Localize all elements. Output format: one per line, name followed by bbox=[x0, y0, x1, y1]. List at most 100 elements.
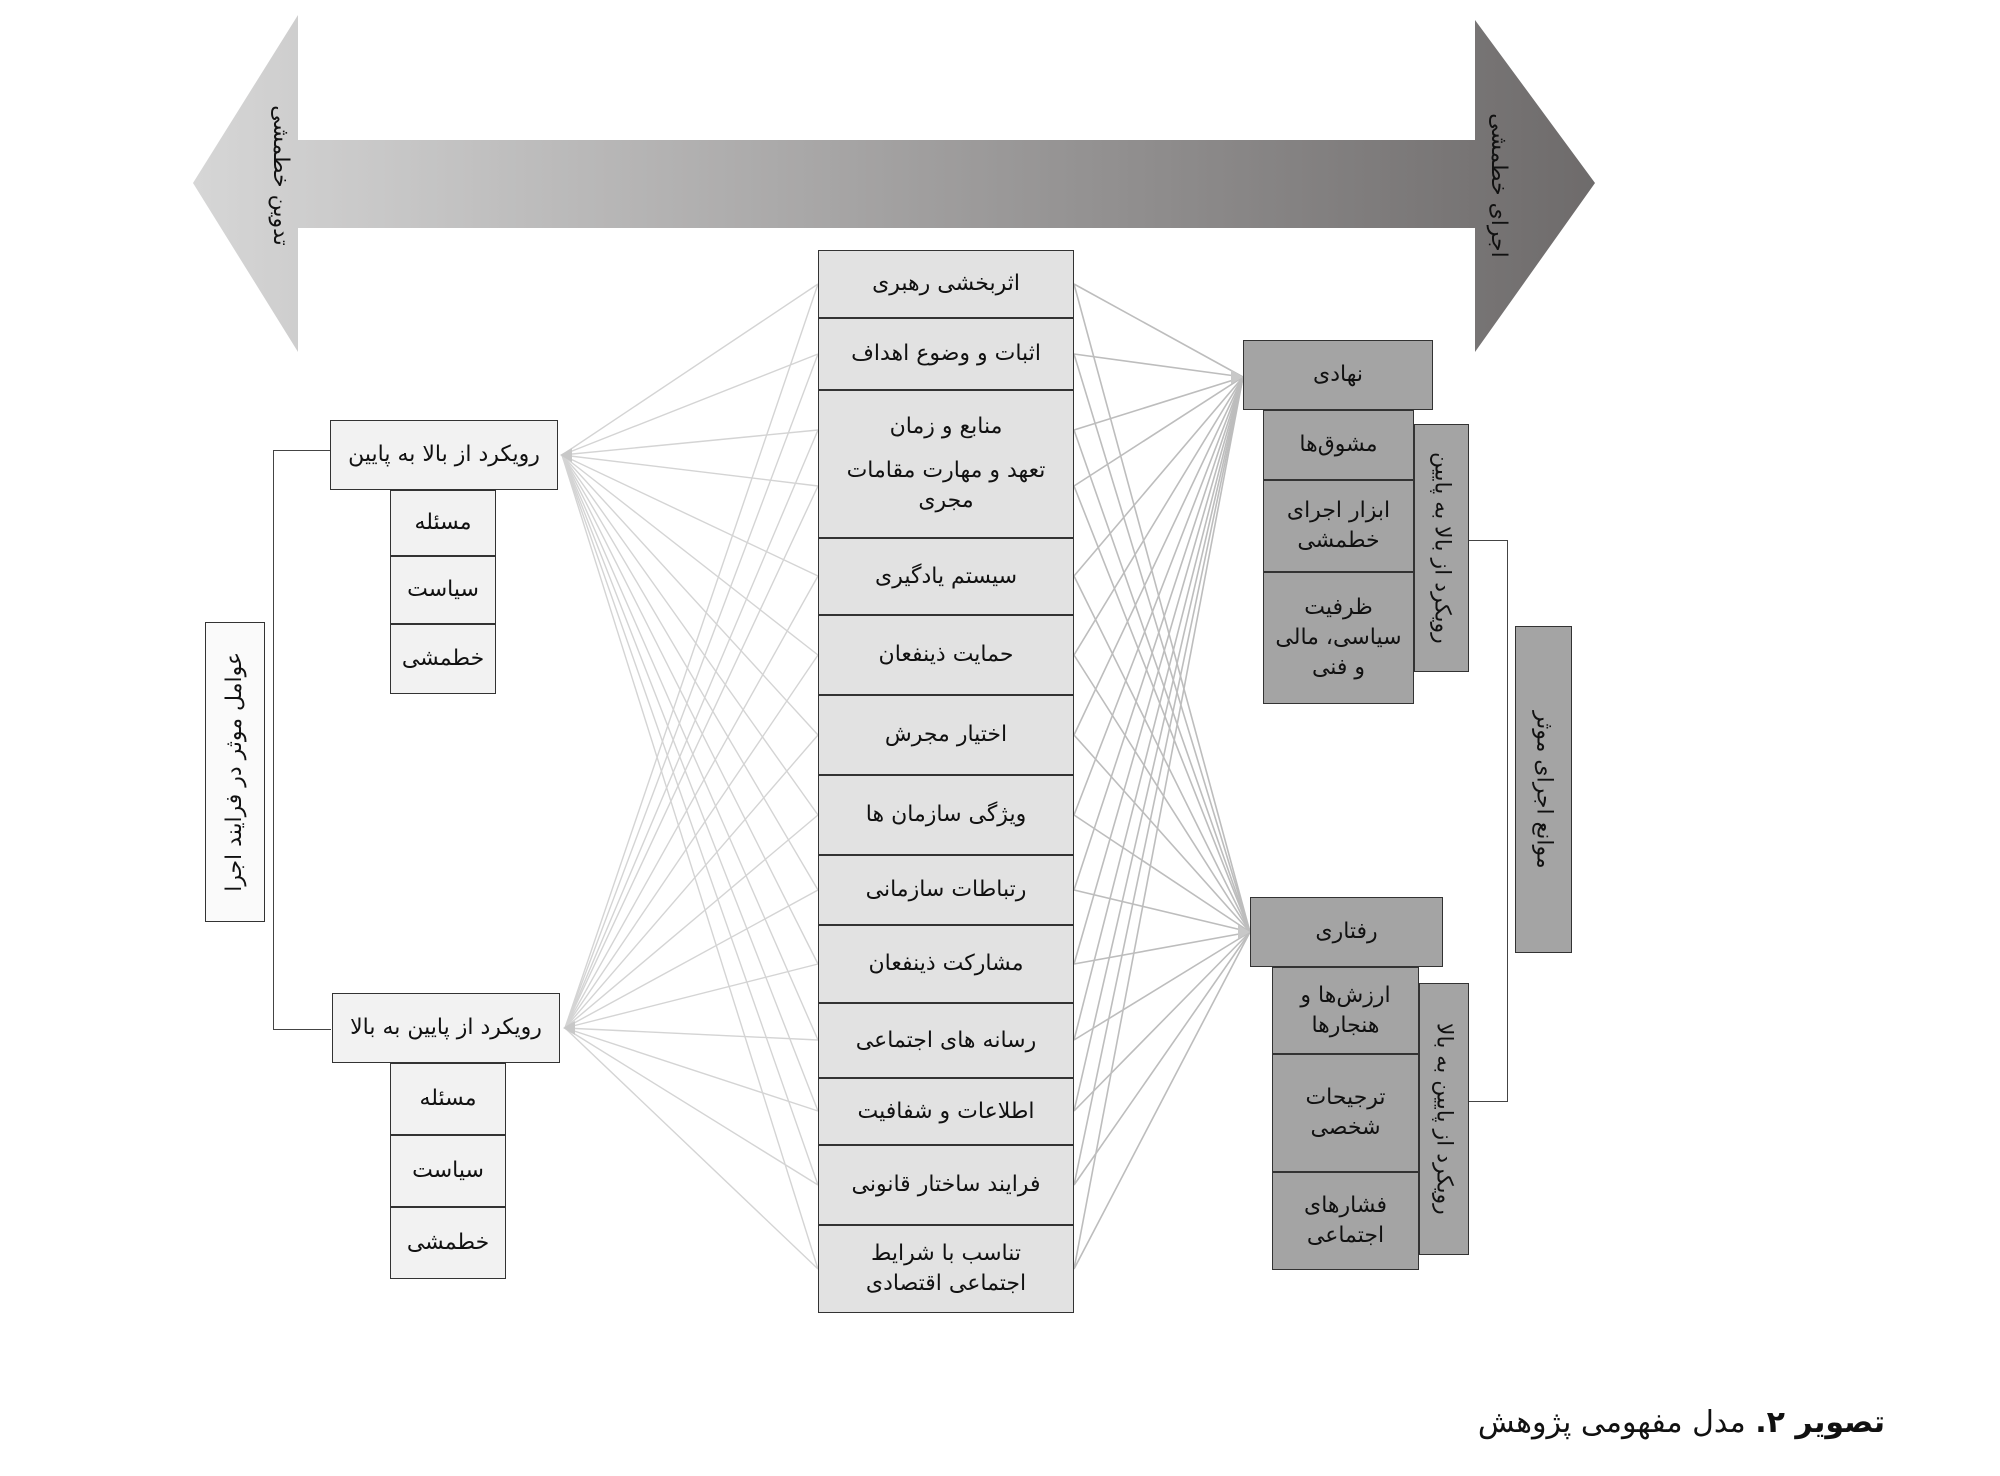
connector-left-0-7 bbox=[561, 454, 819, 816]
connector-right-1-8 bbox=[1073, 889, 1251, 933]
connector-right-1-12 bbox=[1073, 931, 1251, 1186]
arrowhead-top-down bbox=[560, 448, 572, 462]
connector-left-1-0 bbox=[564, 283, 819, 1029]
connector-right-0-13 bbox=[1073, 376, 1244, 1270]
connector-right-1-1 bbox=[1073, 353, 1251, 933]
connector-right-0-11 bbox=[1073, 376, 1244, 1112]
connector-left-0-0 bbox=[561, 283, 819, 456]
institutional-item-policy-tools: ابزار اجرای خطمشی bbox=[1263, 480, 1414, 572]
connector-right-1-3 bbox=[1073, 485, 1251, 933]
top-down-approach-box: رویکرد از بالا به پایین bbox=[330, 420, 558, 490]
connector-right-1-13 bbox=[1073, 931, 1251, 1270]
connector-right-0-9 bbox=[1073, 376, 1244, 965]
factor-commitment-skill: تعهد و مهارت مقامات مجری bbox=[846, 458, 1046, 513]
connector-right-0-5 bbox=[1073, 376, 1244, 656]
connector-left-0-13 bbox=[561, 454, 819, 1270]
factor-implementer-discretion: اختیار مجرش bbox=[818, 695, 1074, 775]
connector-left-0-3 bbox=[561, 454, 819, 487]
connector-left-1-2 bbox=[564, 429, 819, 1029]
factor-legal-structure: فرایند ساختار قانونی bbox=[818, 1145, 1074, 1225]
connector-left-1-4 bbox=[564, 575, 819, 1029]
connector-right-0-2 bbox=[1073, 376, 1244, 431]
left-bracket bbox=[273, 450, 331, 1030]
top-down-item-politics: سیاست bbox=[390, 556, 496, 624]
factor-information-transparency: اطلاعات و شفافیت bbox=[818, 1078, 1074, 1145]
behavioral-barriers-box: رفتاری bbox=[1250, 897, 1443, 967]
connector-left-1-7 bbox=[564, 814, 819, 1029]
connector-left-1-10 bbox=[564, 1027, 819, 1041]
bottom-up-approach-box: رویکرد از پایین به بالا bbox=[332, 993, 560, 1063]
connector-right-1-4 bbox=[1073, 575, 1251, 933]
caption-prefix: تصویر ۲. bbox=[1755, 1405, 1885, 1440]
behavioral-bottom-up-label: رویکرد از پایین به بالا bbox=[1419, 983, 1469, 1255]
factor-organization-features: ویژگی سازمان ها bbox=[818, 775, 1074, 855]
factor-stakeholder-participation: مشارکت ذینفعان bbox=[818, 925, 1074, 1003]
bottom-up-item-policy: خطمشی bbox=[390, 1207, 506, 1279]
connector-right-1-11 bbox=[1073, 931, 1251, 1112]
connector-right-1-0 bbox=[1073, 283, 1251, 933]
connector-left-1-6 bbox=[564, 734, 819, 1029]
factor-resources-time: منابع و زمان bbox=[889, 414, 1003, 440]
behavioral-item-social-pressure: فشارهای اجتماعی bbox=[1272, 1172, 1419, 1270]
caption-text: مدل مفهومی پژوهش bbox=[1477, 1405, 1746, 1440]
effective-implementation-barriers-label: موانع اجرای موثر bbox=[1515, 626, 1572, 953]
connector-right-1-5 bbox=[1073, 654, 1251, 933]
connector-right-0-12 bbox=[1073, 376, 1244, 1186]
factor-organizational-communication: رتباطات سازمانی bbox=[818, 855, 1074, 925]
connector-left-0-11 bbox=[561, 454, 819, 1112]
institutional-barriers-box: نهادی bbox=[1243, 340, 1433, 410]
factor-resources-commitment: منابع و زمان تعهد و مهارت مقامات مجری bbox=[818, 390, 1074, 538]
arrowhead-bottom-up bbox=[563, 1021, 575, 1035]
behavioral-item-values: ارزش‌ها و هنجارها bbox=[1272, 967, 1419, 1054]
policy-continuum-arrow bbox=[193, 15, 1595, 352]
arrowhead-institutional bbox=[1231, 370, 1243, 384]
factor-socioeconomic-fit: تناسب با شرایط اجتماعی اقتصادی bbox=[818, 1225, 1074, 1313]
effective-factors-label: عوامل موثر در فرایند اجرا bbox=[205, 622, 265, 922]
connector-right-0-10 bbox=[1073, 376, 1244, 1041]
factor-leadership: اثربخشی رهبری bbox=[818, 250, 1074, 318]
bottom-up-item-problem: مسئله bbox=[390, 1063, 506, 1135]
connector-right-0-8 bbox=[1073, 376, 1244, 891]
figure-caption: تصویر ۲. مدل مفهومی پژوهش bbox=[1478, 1405, 1885, 1440]
connector-left-1-13 bbox=[564, 1027, 819, 1270]
connector-left-1-8 bbox=[564, 889, 819, 1029]
factor-learning-system: سیستم یادگیری bbox=[818, 538, 1074, 615]
factor-social-media: رسانه های اجتماعی bbox=[818, 1003, 1074, 1078]
institutional-item-incentives: مشوق‌ها bbox=[1263, 410, 1414, 480]
top-down-item-policy: خطمشی bbox=[390, 624, 496, 694]
connector-right-0-6 bbox=[1073, 376, 1244, 736]
connector-right-0-0 bbox=[1073, 283, 1244, 378]
connector-right-0-1 bbox=[1073, 353, 1244, 378]
factor-stakeholder-support: حمایت ذینفعان bbox=[818, 615, 1074, 695]
connector-left-1-11 bbox=[564, 1027, 819, 1112]
connector-right-1-2 bbox=[1073, 429, 1251, 933]
connector-left-0-12 bbox=[561, 454, 819, 1186]
connector-left-1-3 bbox=[564, 485, 819, 1029]
connector-right-0-3 bbox=[1073, 376, 1244, 487]
bottom-up-item-politics: سیاست bbox=[390, 1135, 506, 1207]
connector-right-0-4 bbox=[1073, 376, 1244, 577]
connector-right-1-6 bbox=[1073, 734, 1251, 933]
connector-left-0-5 bbox=[561, 454, 819, 656]
arrowhead-behavioral bbox=[1238, 925, 1250, 939]
institutional-item-capacity: ظرفیت سیاسی، مالی و فنی bbox=[1263, 572, 1414, 704]
connector-right-1-7 bbox=[1073, 814, 1251, 933]
connector-left-0-4 bbox=[561, 454, 819, 577]
behavioral-item-preferences: ترجیحات شخصی bbox=[1272, 1054, 1419, 1172]
connector-left-0-6 bbox=[561, 454, 819, 736]
connector-left-1-9 bbox=[564, 963, 819, 1029]
connector-left-0-8 bbox=[561, 454, 819, 891]
connector-right-1-10 bbox=[1073, 931, 1251, 1041]
connector-left-1-1 bbox=[564, 353, 819, 1029]
connector-left-1-5 bbox=[564, 654, 819, 1029]
connector-right-1-9 bbox=[1073, 931, 1251, 965]
connector-left-0-1 bbox=[561, 353, 819, 456]
connector-left-0-9 bbox=[561, 454, 819, 965]
institutional-top-down-label: رویکرد از بالا به پایین bbox=[1414, 424, 1469, 672]
connector-left-1-12 bbox=[564, 1027, 819, 1186]
policy-implementation-label: اجرای خطمشی bbox=[1485, 112, 1511, 258]
connector-right-0-7 bbox=[1073, 376, 1244, 816]
top-down-item-problem: مسئله bbox=[390, 490, 496, 556]
factor-goal-clarity: اثبات و وضوع اهداف bbox=[818, 318, 1074, 390]
